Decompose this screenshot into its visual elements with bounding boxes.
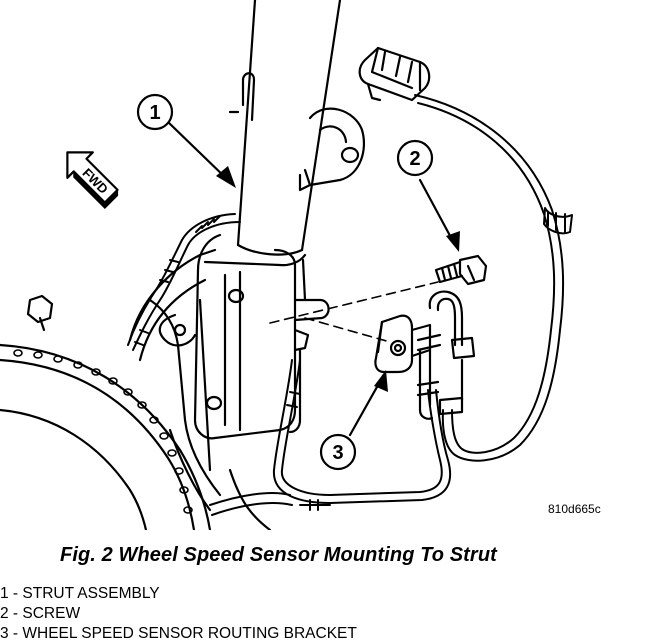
legend-item: 2 - SCREW (0, 605, 81, 622)
forward-direction-arrow: FWD (66, 151, 119, 209)
alignment-line-lower (304, 317, 391, 343)
brake-rotor (0, 294, 212, 530)
legend-item: 1 - STRUT ASSEMBLY (0, 585, 160, 602)
sensor-wire-lower (209, 359, 452, 516)
upper-bracket (298, 107, 366, 192)
svg-text:2: 2 (409, 148, 420, 170)
svg-text:3: 3 (332, 442, 343, 464)
arrowhead-2 (446, 231, 460, 252)
steering-knuckle (128, 248, 272, 530)
strut-upper-tube (228, 0, 342, 256)
strut-clevis-bracket (193, 233, 330, 440)
figure-code: 810d665c (548, 502, 601, 516)
arrowhead-3 (374, 370, 388, 392)
sensor-connector (358, 46, 431, 102)
callout-1: 1 (136, 93, 174, 131)
arrowhead-1 (216, 166, 236, 188)
legend-item: 3 - WHEEL SPEED SENSOR ROUTING BRACKET (0, 625, 357, 642)
callout-3: 3 (319, 433, 357, 471)
strut-diagram: 1 2 3 FWD (0, 0, 573, 530)
leader-line-2 (418, 178, 457, 247)
leader-line-1 (166, 120, 232, 184)
sensor-wire-right (414, 94, 573, 462)
routing-bracket (374, 290, 476, 420)
parts-legend: 1 - STRUT ASSEMBLY 2 - SCREW 3 - WHEEL S… (0, 584, 357, 644)
svg-text:1: 1 (149, 102, 160, 124)
screw (434, 254, 488, 286)
figure-caption: Fig. 2 Wheel Speed Sensor Mounting To St… (60, 544, 497, 566)
alignment-line (269, 281, 439, 324)
callout-2: 2 (396, 139, 434, 177)
leader-line-3 (348, 376, 384, 437)
sensor-wire-left (127, 213, 241, 351)
